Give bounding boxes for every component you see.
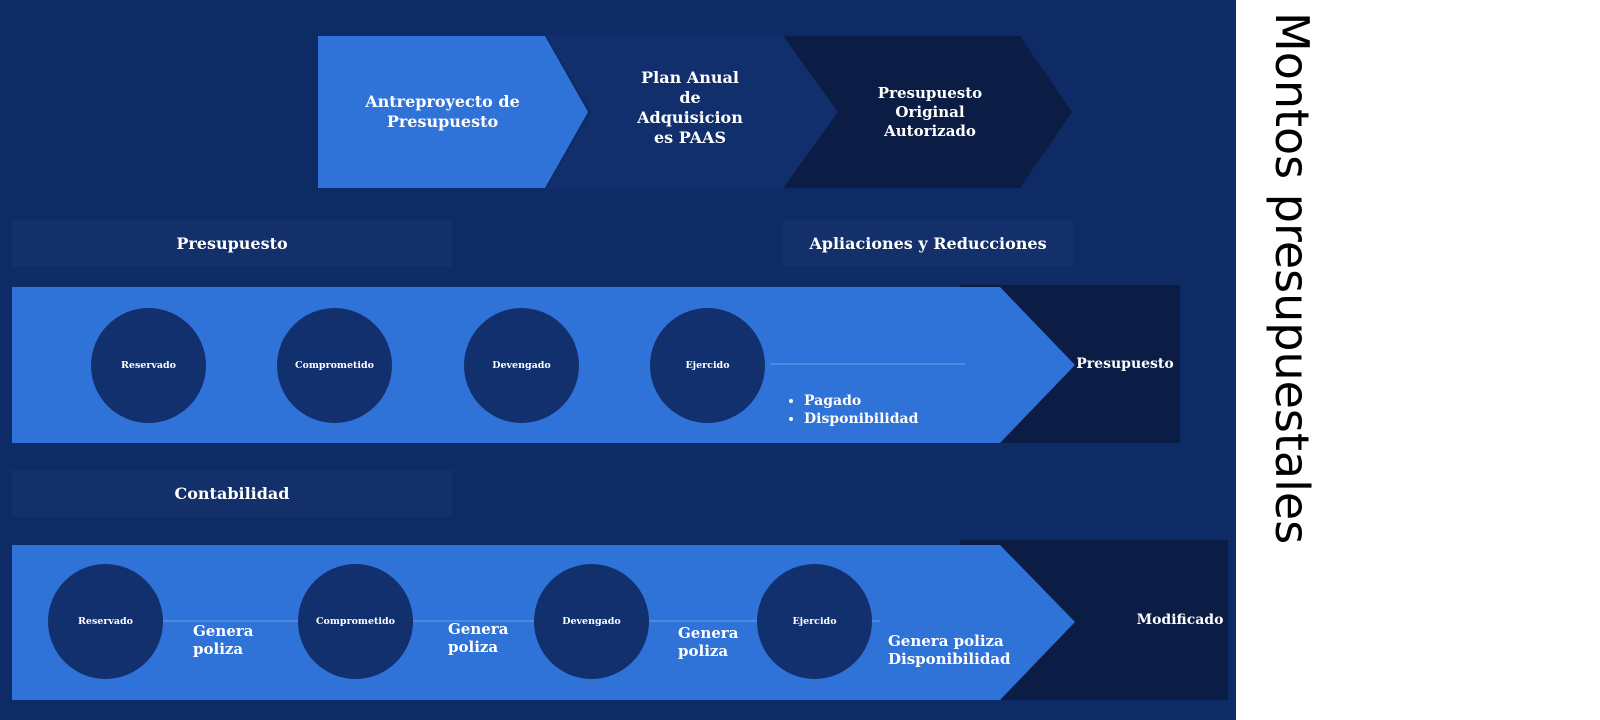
stage-arrow-paas <box>547 36 838 188</box>
genera-poliza-1: Genera poliza <box>193 622 254 658</box>
bullet-pagado: Pagado <box>804 392 918 410</box>
ampliaciones-header-bar <box>783 220 1073 267</box>
presupuesto-end-label: Presupuesto <box>1076 356 1174 372</box>
genera-poliza-2: Genera poliza <box>448 620 509 656</box>
contabilidad-header-bar <box>12 470 452 517</box>
stage-label-presupuesto-original: Presupuesto Original Autorizado <box>877 84 983 140</box>
contabilidad-stage-devengado: Devengado <box>534 564 649 679</box>
contabilidad-header: Contabilidad <box>174 484 290 503</box>
genera-poliza-disponibilidad: Genera poliza Disponibilidad <box>888 632 1011 668</box>
presupuesto-stage-devengado: Devengado <box>464 308 579 423</box>
presupuesto-stage-reservado: Reservado <box>91 308 206 423</box>
bullet-disponibilidad: Disponibilidad <box>804 410 918 428</box>
contabilidad-stage-comprometido: Comprometido <box>298 564 413 679</box>
ampliaciones-header: Apliaciones y Reducciones <box>809 234 1047 253</box>
presupuesto-bullets: Pagado Disponibilidad <box>786 392 918 428</box>
contabilidad-stage-ejercido: Ejercido <box>757 564 872 679</box>
presupuesto-header-bar <box>12 220 452 267</box>
contabilidad-end-label: Modificado <box>1136 612 1224 628</box>
genera-poliza-3: Genera poliza <box>678 624 739 660</box>
presupuesto-header: Presupuesto <box>176 234 288 253</box>
presupuesto-stage-comprometido: Comprometido <box>277 308 392 423</box>
contabilidad-stage-reservado: Reservado <box>48 564 163 679</box>
presupuesto-stage-ejercido: Ejercido <box>650 308 765 423</box>
page-title: Montos presupuestales <box>1265 12 1319 545</box>
stage-label-paas: Plan Anual de Adquisicion es PAAS <box>637 68 743 147</box>
stage-arrow-antreproyecto <box>318 36 588 188</box>
stage-label-antreproyecto: Antreproyecto de Presupuesto <box>365 92 520 131</box>
stage-arrow-presupuesto-original <box>783 36 1072 188</box>
